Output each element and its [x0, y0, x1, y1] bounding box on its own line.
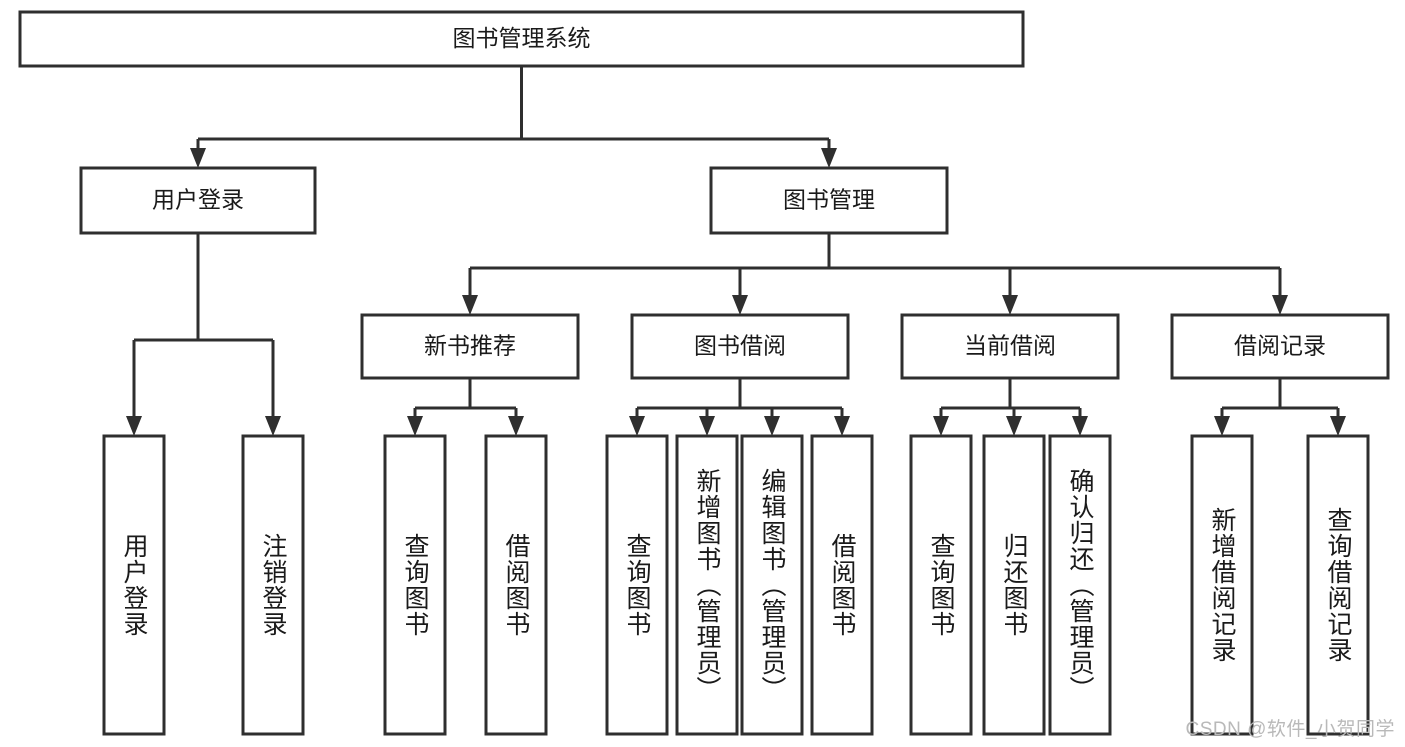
arrow-head-icon	[1072, 416, 1088, 436]
node-box-borrow-query-book[interactable]	[605, 434, 669, 736]
node-box-borrow-edit-book-admin[interactable]	[740, 434, 804, 736]
node-box-recommend-query-book[interactable]	[383, 434, 447, 736]
node-box-user-logout[interactable]	[241, 434, 305, 736]
arrow-head-icon	[834, 416, 850, 436]
arrow-head-icon	[629, 416, 645, 436]
arrow-head-icon	[190, 148, 206, 168]
arrow-head-icon	[1002, 295, 1018, 315]
node-box-book-management[interactable]	[709, 166, 949, 235]
arrow-head-icon	[1272, 295, 1288, 315]
node-box-book-borrow[interactable]	[630, 313, 850, 380]
arrow-head-icon	[732, 295, 748, 315]
node-box-borrow-add-book-admin[interactable]	[675, 434, 739, 736]
node-box-current-confirm-return-admin[interactable]	[1048, 434, 1112, 736]
arrow-head-icon	[699, 416, 715, 436]
node-label-book-borrow: 图书借阅	[694, 333, 786, 359]
node-box-current-query-book[interactable]	[909, 434, 973, 736]
arrow-head-icon	[1006, 416, 1022, 436]
node-box-current-return-book[interactable]	[982, 434, 1046, 736]
node-box-record-query[interactable]	[1306, 434, 1370, 736]
arrow-head-icon	[407, 416, 423, 436]
arrow-head-icon	[764, 416, 780, 436]
connector-layer	[126, 66, 1346, 436]
arrow-head-icon	[462, 295, 478, 315]
arrow-head-icon	[265, 416, 281, 436]
node-box-user-login[interactable]	[79, 166, 317, 235]
node-box-record-add[interactable]	[1190, 434, 1254, 736]
node-label-new-book-recommend: 新书推荐	[424, 333, 516, 359]
node-label-book-management: 图书管理	[783, 187, 875, 213]
node-label-current-borrow: 当前借阅	[964, 333, 1056, 359]
node-box-borrow-borrow-book[interactable]	[810, 434, 874, 736]
node-box-recommend-borrow-book[interactable]	[484, 434, 548, 736]
arrow-head-icon	[821, 148, 837, 168]
node-box-root[interactable]	[18, 10, 1025, 68]
arrow-head-icon	[508, 416, 524, 436]
node-box-user-login-do[interactable]	[102, 434, 166, 736]
arrow-head-icon	[933, 416, 949, 436]
node-label-borrow-record: 借阅记录	[1234, 333, 1326, 359]
watermark: CSDN @软件_小贺同学	[1185, 719, 1395, 740]
node-box-borrow-record[interactable]	[1170, 313, 1390, 380]
node-label-user-login: 用户登录	[152, 187, 244, 213]
arrow-head-icon	[126, 416, 142, 436]
node-label-root: 图书管理系统	[453, 25, 591, 51]
arrow-head-icon	[1330, 416, 1346, 436]
box-layer	[18, 10, 1390, 736]
node-box-new-book-recommend[interactable]	[360, 313, 580, 380]
arrow-head-icon	[1214, 416, 1230, 436]
node-box-current-borrow[interactable]	[900, 313, 1120, 380]
